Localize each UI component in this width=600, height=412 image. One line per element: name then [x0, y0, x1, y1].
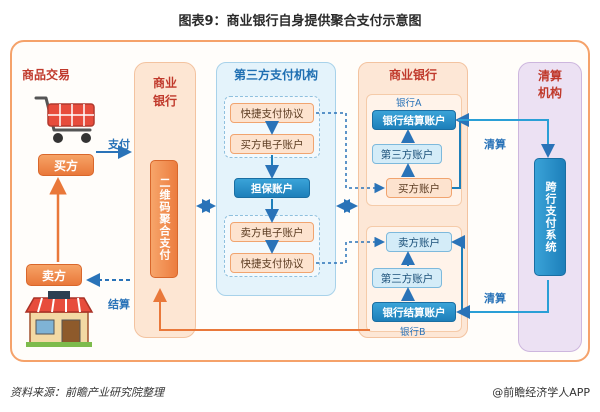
figure-title: 图表9：商业银行自身提供聚合支付示意图 [178, 14, 422, 29]
clearing-institution-title: 清算 机构 [518, 68, 582, 102]
commercial-bank-right-title: 商业银行 [388, 68, 437, 82]
bank-a-buyer-account: 买方账户 [386, 178, 452, 198]
source-note: 资料来源：前瞻产业研究院整理 [10, 386, 164, 399]
settle-label: 结算 [108, 298, 130, 311]
shopping-cart-icon [34, 96, 95, 143]
pay-label: 支付 [108, 138, 130, 151]
escrow-account: 担保账户 [234, 178, 310, 198]
seller-e-account: 卖方电子账户 [230, 222, 314, 242]
bank-b-third-party-account: 第三方账户 [372, 268, 442, 288]
clearing-label-bottom: 清算 [484, 292, 506, 305]
bank-b-label: 银行B [400, 327, 426, 338]
clearing-title-line2: 机构 [537, 86, 562, 100]
third-party-title: 第三方支付机构 [233, 68, 318, 82]
clearing-title-line1: 清算 [537, 69, 562, 83]
bank-b-seller-account: 卖方账户 [386, 232, 452, 252]
seller-node: 卖方 [26, 264, 82, 286]
bank-a-label: 银行A [396, 98, 422, 109]
commerce-title: 商品交易 [22, 68, 71, 82]
buyer-e-account: 买方电子账户 [230, 134, 314, 154]
commercial-bank-title-line2: 银行 [152, 94, 177, 108]
buyer-node: 买方 [38, 154, 94, 176]
interbank-payment-system: 跨行支付系统 [534, 158, 566, 276]
credit-note: @前瞻经济学人APP [492, 386, 590, 399]
commercial-bank-title: 商业 银行 [134, 74, 196, 110]
bank-a-third-party-account: 第三方账户 [372, 144, 442, 164]
commercial-bank-title-line1: 商业 [152, 76, 177, 90]
store-icon [24, 291, 94, 347]
quick-pay-agreement-top: 快捷支付协议 [230, 103, 314, 123]
clearing-label-top: 清算 [484, 138, 506, 151]
bank-a-settlement-account: 银行结算账户 [372, 110, 456, 130]
quick-pay-agreement-bottom: 快捷支付协议 [230, 253, 314, 273]
qr-aggregated-payment: 二维码聚合支付 [150, 160, 178, 278]
bank-b-settlement-account: 银行结算账户 [372, 302, 456, 322]
